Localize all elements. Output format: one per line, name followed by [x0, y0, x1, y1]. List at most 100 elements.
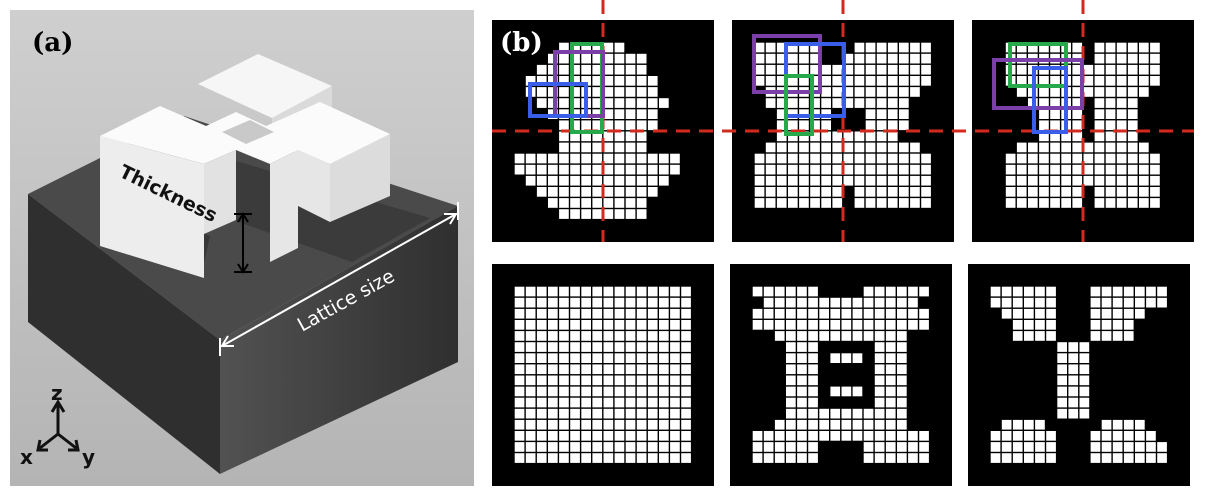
lattice-cell — [830, 353, 841, 363]
lattice-cell — [1050, 98, 1060, 108]
lattice-cell — [625, 397, 636, 408]
lattice-cell — [514, 408, 525, 419]
lattice-cell — [774, 431, 785, 441]
lattice-cell — [548, 353, 558, 363]
bottom-pattern-tile-1 — [492, 264, 714, 486]
lattice-cell — [1127, 53, 1138, 64]
lattice-cell — [788, 109, 798, 119]
lattice-cell — [1016, 153, 1027, 164]
lattice-cell — [808, 397, 818, 408]
lattice-cell — [670, 297, 680, 308]
lattice-cell — [548, 64, 558, 75]
lattice-cell — [570, 331, 580, 341]
top-pattern-tile-2 — [732, 20, 954, 242]
lattice-cell — [559, 431, 569, 441]
lattice-cell — [786, 397, 796, 408]
lattice-cell — [1005, 175, 1016, 186]
lattice-cell — [799, 198, 809, 208]
lattice-cell — [1146, 431, 1156, 441]
lattice-cell — [659, 453, 669, 463]
lattice-cell — [885, 386, 896, 397]
lattice-cell — [1005, 76, 1016, 86]
lattice-cell — [1012, 431, 1023, 441]
lattice-cell — [1094, 175, 1105, 186]
lattice-cell — [887, 98, 898, 108]
lattice-cell — [670, 164, 680, 175]
lattice-cell — [636, 286, 647, 297]
lattice-cell — [614, 308, 625, 319]
lattice-cell — [854, 53, 865, 64]
lattice-cell — [830, 419, 841, 430]
lattice-cell — [897, 286, 907, 297]
lattice-cell — [1001, 419, 1012, 430]
lattice-cell — [1146, 442, 1156, 452]
lattice-cell — [592, 386, 603, 397]
lattice-cell — [625, 419, 636, 430]
lattice-cell — [865, 76, 876, 86]
lattice-cell — [1050, 187, 1060, 197]
lattice-cell — [625, 308, 636, 319]
lattice-cell — [636, 297, 647, 308]
lattice-cell — [852, 431, 863, 441]
lattice-cell — [774, 308, 785, 319]
lattice-cell — [821, 153, 831, 164]
lattice-cell — [592, 419, 603, 430]
lattice-cell — [899, 153, 909, 164]
lattice-cell — [876, 53, 887, 64]
lattice-cell — [670, 331, 680, 341]
lattice-cell — [899, 64, 909, 75]
lattice-cell — [897, 386, 907, 397]
lattice-cell — [788, 175, 798, 186]
lattice-cell — [659, 442, 669, 452]
lattice-cell — [636, 320, 647, 330]
lattice-cell — [559, 87, 569, 97]
lattice-cell — [647, 187, 658, 197]
lattice-cell — [887, 76, 898, 86]
lattice-cell — [659, 386, 669, 397]
lattice-cell — [919, 308, 929, 319]
lattice-cell — [832, 198, 843, 208]
lattice-cell — [570, 76, 580, 86]
lattice-cell — [1057, 364, 1067, 375]
lattice-cell — [921, 187, 931, 197]
lattice-cell — [559, 453, 569, 463]
lattice-cell — [1024, 442, 1034, 452]
lattice-cell — [603, 353, 614, 363]
lattice-cell — [919, 442, 929, 452]
lattice-cell — [863, 419, 874, 430]
lattice-cell — [659, 408, 669, 419]
lattice-cell — [1094, 131, 1105, 142]
lattice-cell — [636, 431, 647, 441]
lattice-cell — [1035, 331, 1045, 341]
lattice-cell — [659, 419, 669, 430]
lattice-cell — [863, 408, 874, 419]
lattice-cell — [865, 64, 876, 75]
lattice-cell — [1150, 153, 1160, 164]
lattice-cell — [865, 131, 876, 142]
lattice-cell — [548, 198, 558, 208]
lattice-cell — [536, 87, 547, 97]
lattice-cell — [1024, 453, 1034, 463]
lattice-cell — [614, 131, 625, 142]
h-pillar-right-face — [330, 134, 390, 222]
lattice-cell — [921, 164, 931, 175]
lattice-cell — [808, 297, 818, 308]
lattice-cell — [647, 76, 658, 86]
lattice-cell — [1105, 98, 1116, 108]
lattice-cell — [1039, 76, 1049, 86]
lattice-cell — [536, 164, 547, 175]
lattice-cell — [1105, 164, 1116, 175]
lattice-cell — [581, 53, 591, 64]
lattice-cell — [908, 286, 918, 297]
lattice-cell — [581, 164, 591, 175]
lattice-cell — [625, 76, 636, 86]
lattice-cell — [603, 431, 614, 441]
lattice-cell — [1101, 442, 1112, 452]
lattice-cell — [592, 131, 603, 142]
lattice-cell — [776, 109, 787, 119]
lattice-cell — [1028, 98, 1038, 108]
lattice-cell — [797, 375, 807, 386]
lattice-cell — [788, 76, 798, 86]
lattice-cell — [843, 64, 854, 75]
lattice-cell — [885, 453, 896, 463]
